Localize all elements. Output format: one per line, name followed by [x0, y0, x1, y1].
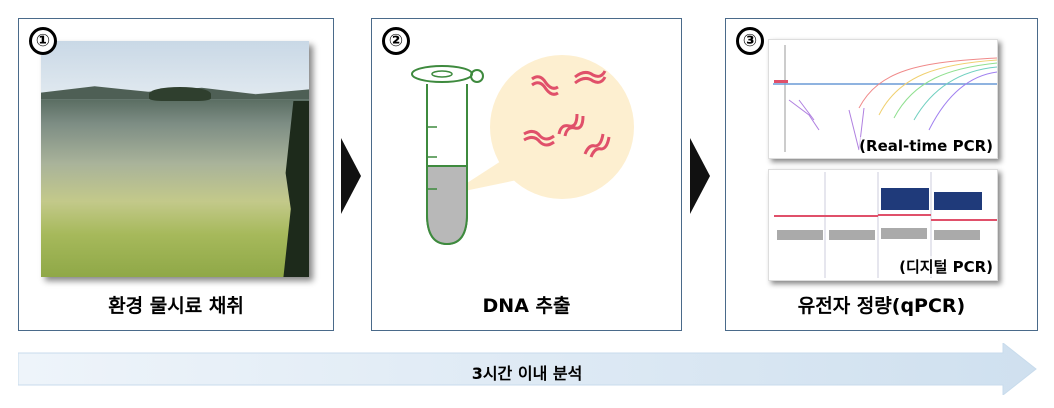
realtime-pcr-label: (Real-time PCR) [859, 137, 993, 155]
trees [283, 101, 309, 277]
arrow-right-icon [690, 138, 710, 214]
timeline-label: 3시간 이내 분석 [471, 364, 583, 383]
step-caption: 유전자 정량(qPCR) [797, 295, 966, 317]
step-number: ① [29, 27, 57, 55]
realtime-pcr-chart: (Real-time PCR) [768, 39, 998, 159]
dna-tube-illustration [411, 55, 634, 246]
timeline-arrow [18, 343, 1037, 395]
step-caption: DNA 추출 [482, 295, 571, 317]
digital-pcr-label: (디지털 PCR) [899, 256, 993, 277]
arrow-right-icon [341, 138, 361, 214]
dna-strands [523, 70, 611, 158]
step-1-panel: ① 환경 물시료 채취 [18, 18, 334, 331]
lake-photo [41, 41, 309, 277]
step-2-panel: ② DNA 추출 [371, 18, 682, 331]
step-caption: 환경 물시료 채취 [108, 295, 244, 317]
step-number: ② [382, 27, 410, 55]
island [149, 87, 211, 101]
step-3-panel: ③ (Real-time PCR) (디지털 PCR) 유전자 정량(qPCR) [725, 18, 1038, 331]
step-number: ③ [736, 27, 764, 55]
amplification-plot [773, 45, 998, 152]
digital-pcr-chart: (디지털 PCR) [768, 169, 998, 281]
